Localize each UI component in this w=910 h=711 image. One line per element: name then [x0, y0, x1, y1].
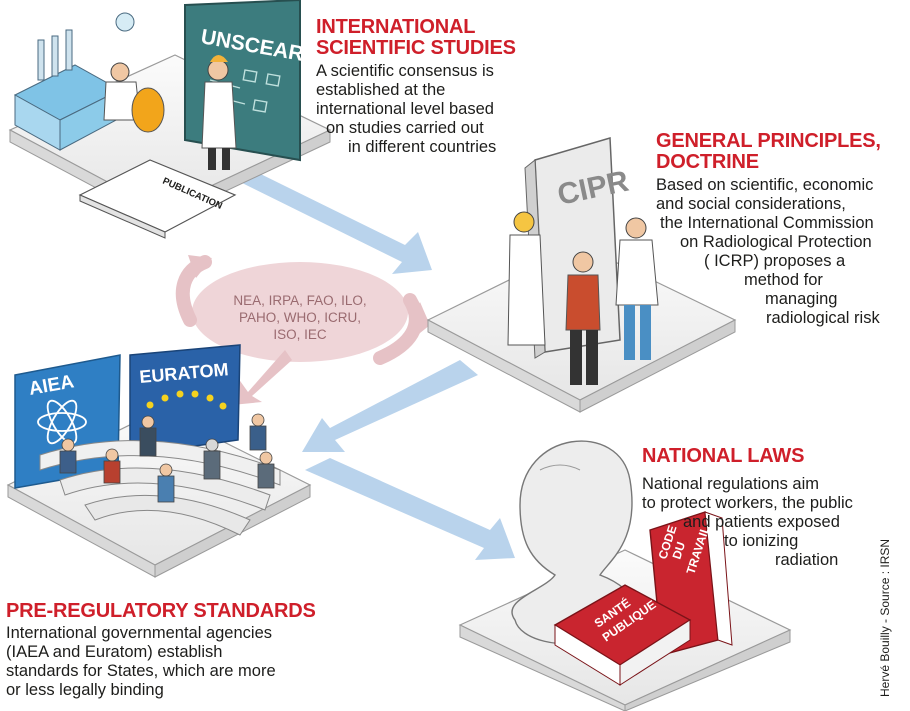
- section-body: A scientific consensus is established at…: [316, 62, 516, 157]
- code-label-2: DU: [670, 540, 689, 561]
- body-line: or less legally binding: [6, 681, 164, 699]
- section-body: International governmental agencies (IAE…: [6, 624, 316, 700]
- body-line: to ionizing: [724, 532, 799, 550]
- arrow-to-general: [200, 160, 432, 274]
- arrow-to-national: [305, 458, 515, 560]
- organizations-line: ISO, IEC: [273, 327, 327, 342]
- body-line: international level based: [316, 100, 494, 118]
- organizations-line: NEA, IRPA, FAO, ILO,: [233, 293, 367, 308]
- body-line: established at the: [316, 81, 446, 99]
- body-line: (IAEA and Euratom) establish: [6, 643, 223, 661]
- body-line: on Radiological Protection: [680, 233, 872, 251]
- organizations-line: PAHO, WHO, ICRU,: [238, 310, 361, 325]
- title-line: DOCTRINE: [656, 151, 759, 173]
- body-line: to protect workers, the public: [642, 494, 853, 512]
- body-line: Based on scientific, economic: [656, 176, 874, 194]
- cycle-arrow-to-standards: [232, 350, 292, 405]
- cycle-arrowhead-top: [188, 255, 212, 278]
- euratom-flag: [129, 344, 241, 456]
- body-line: A scientific consensus is: [316, 62, 494, 80]
- title-line: NATIONAL LAWS: [642, 445, 805, 467]
- body-line: method for: [744, 271, 823, 289]
- body-line: ( ICRP) proposes a: [704, 252, 846, 270]
- section-preregulatory: PRE-REGULATORY STANDARDS International g…: [6, 601, 316, 700]
- body-line: in different countries: [348, 138, 497, 156]
- section-body: National regulations aim to protect work…: [642, 475, 853, 570]
- section-general: GENERAL PRINCIPLES, DOCTRINE Based on sc…: [656, 131, 881, 328]
- body-line: standards for States, which are more: [6, 662, 276, 680]
- title-line: GENERAL PRINCIPLES,: [656, 130, 881, 152]
- organizations-list: NEA, IRPA, FAO, ILO, PAHO, WHO, ICRU, IS…: [210, 292, 390, 343]
- section-title: PRE-REGULATORY STANDARDS: [6, 601, 316, 622]
- title-line: INTERNATIONAL: [316, 16, 476, 38]
- platform-scientific: UNSCEAR PUBLICATION: [8, 0, 332, 239]
- section-international: INTERNATIONAL SCIENTIFIC STUDIES A scien…: [316, 17, 516, 157]
- section-title: INTERNATIONAL SCIENTIFIC STUDIES: [316, 17, 516, 59]
- platform-preregulatory: AIEA EURATOM: [6, 344, 312, 578]
- body-line: managing: [765, 290, 838, 308]
- section-title: NATIONAL LAWS: [642, 446, 853, 467]
- body-line: on studies carried out: [326, 119, 484, 137]
- arrow-to-preregulatory: [302, 360, 478, 452]
- title-line: PRE-REGULATORY STANDARDS: [6, 600, 316, 622]
- cycle-arrowhead-bottom: [405, 302, 430, 345]
- section-body: Based on scientific, economic and social…: [656, 176, 881, 328]
- platform-national: CODE DU TRAVAIL SANTÉ PUBLIQUE: [458, 440, 792, 711]
- body-line: radiation: [775, 551, 839, 569]
- flow-arrows: [200, 160, 515, 560]
- body-line: radiological risk: [766, 309, 880, 327]
- body-line: National regulations aim: [642, 475, 820, 493]
- title-line: SCIENTIFIC STUDIES: [316, 37, 516, 59]
- body-line: the International Commission: [660, 214, 874, 232]
- credit-text: Hervé Bouilly - Source : IRSN: [878, 538, 892, 697]
- section-title: GENERAL PRINCIPLES, DOCTRINE: [656, 131, 881, 173]
- platform-general: CIPR: [426, 137, 737, 413]
- body-line: and social considerations,: [656, 195, 846, 213]
- body-line: International governmental agencies: [6, 624, 273, 642]
- section-national: NATIONAL LAWS National regulations aim t…: [642, 446, 853, 570]
- body-line: and patients exposed: [683, 513, 840, 531]
